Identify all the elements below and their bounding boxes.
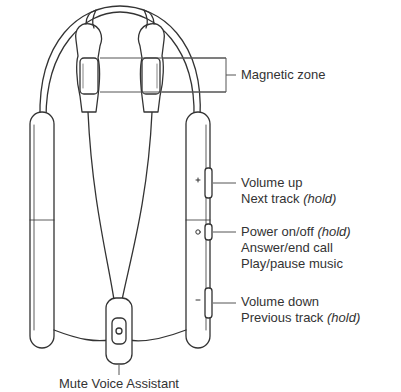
button-label: Play/pause music [241,256,343,272]
button-label: Answer/end call [241,240,333,256]
button-label: Next track (hold) [241,191,336,207]
button-label: Power on/off (hold) [241,224,351,240]
button-label: Previous track (hold) [241,310,360,326]
button-label: Volume down [241,294,319,310]
zone-label: Magnetic zone [241,67,326,83]
button-label: Mute Voice Assistant [59,376,179,392]
button-label: Volume up [241,175,302,191]
